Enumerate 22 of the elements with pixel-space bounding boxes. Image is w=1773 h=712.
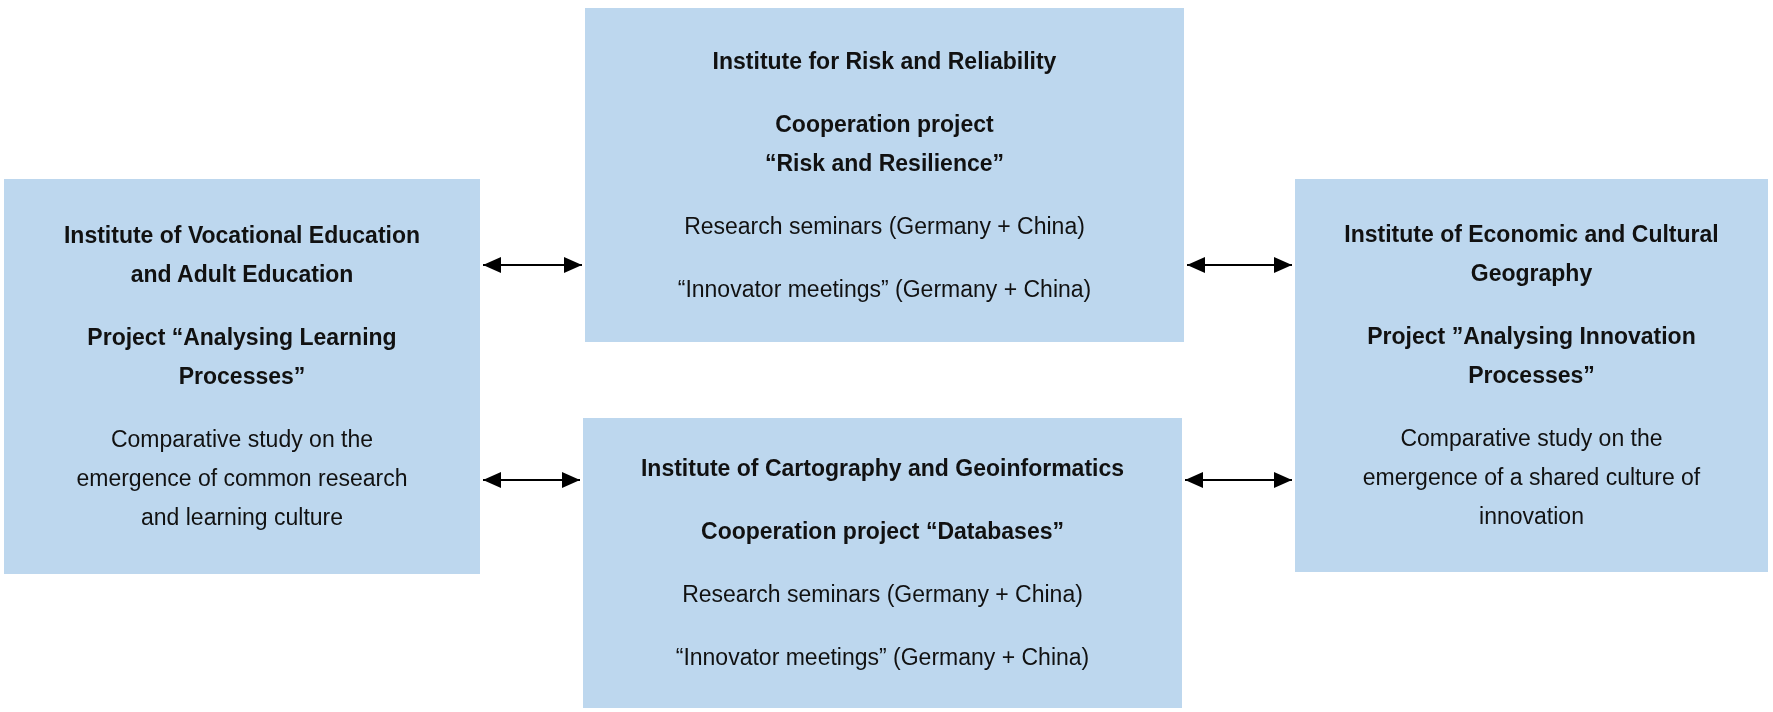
institute-box (583, 418, 1182, 708)
project-title: Project ”Analysing Innovation Processes” (1366, 322, 1697, 390)
description-text: Comparative study on the emergence of a shared culture of innovation (1361, 424, 1702, 531)
description-text: “Innovator meetings” (Germany + China) (675, 643, 1090, 672)
institute-name: Institute of Cartography and Geoinformatics (640, 454, 1124, 483)
description-text: “Innovator meetings” (Germany + China) (677, 274, 1092, 304)
description-text: Research seminars (Germany + China) (682, 580, 1083, 609)
description-text: Research seminars (Germany + China) (684, 211, 1085, 241)
institute-box (4, 179, 480, 574)
project-title: Cooperation project “Databases” (701, 517, 1064, 546)
project-title: Project “Analysing Learning Processes” (86, 323, 398, 391)
institute-box (1295, 179, 1768, 572)
description-text: Comparative study on the emergence of common research and learning culture (75, 425, 409, 532)
double-arrow (1184, 472, 1293, 488)
double-arrow (1186, 257, 1293, 273)
project-title: Cooperation project “Risk and Resilience” (763, 109, 1005, 178)
institute-box (585, 8, 1184, 342)
institute-name: Institute of Vocational Education and Adult Education (62, 221, 422, 289)
institute-name: Institute of Economic and Cultural Geography (1343, 220, 1720, 288)
institute-name: Institute for Risk and Reliability (712, 46, 1057, 76)
double-arrow (482, 472, 581, 488)
double-arrow (482, 257, 583, 273)
